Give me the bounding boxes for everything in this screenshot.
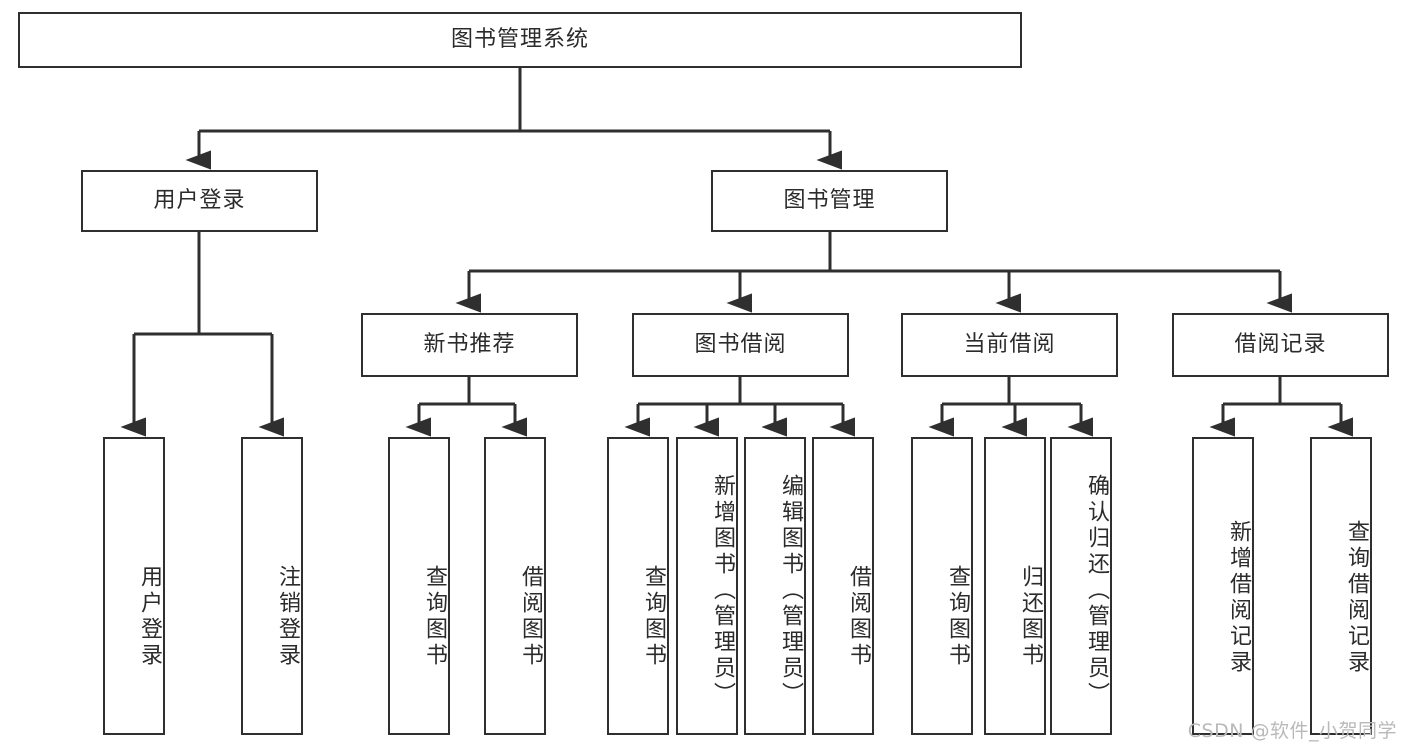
leaf-query-book-current-label: 查询图书 [945, 565, 970, 669]
leaf-add-book-label: 新增图书（管理员） [710, 474, 735, 708]
node-new-book-recommend[interactable]: 新书推荐 [361, 313, 578, 377]
node-current-borrow-label: 当前借阅 [963, 331, 1056, 357]
node-book-borrow[interactable]: 图书借阅 [632, 313, 849, 377]
leaf-add-borrow-record-label: 新增借阅记录 [1226, 520, 1251, 676]
leaf-borrow-book-recommend[interactable]: 借阅图书 [484, 437, 546, 735]
leaf-add-book[interactable]: 新增图书（管理员） [676, 437, 738, 735]
leaf-confirm-return-label: 确认归还（管理员） [1084, 474, 1109, 708]
node-user-login-label: 用户登录 [153, 187, 246, 213]
node-root[interactable]: 图书管理系统 [18, 12, 1022, 68]
node-new-book-recommend-label: 新书推荐 [423, 331, 516, 357]
csdn-watermark: CSDN @软件_小贺同学 [1187, 720, 1397, 742]
leaf-user-login[interactable]: 用户登录 [103, 437, 165, 735]
leaf-query-borrow-record[interactable]: 查询借阅记录 [1310, 437, 1372, 735]
node-book-borrow-label: 图书借阅 [694, 331, 787, 357]
leaf-edit-book[interactable]: 编辑图书（管理员） [744, 437, 806, 735]
leaf-logout[interactable]: 注销登录 [241, 437, 303, 735]
node-borrow-record[interactable]: 借阅记录 [1172, 313, 1389, 377]
leaf-query-book-recommend-label: 查询图书 [422, 565, 447, 669]
leaf-query-book-borrow[interactable]: 查询图书 [607, 437, 669, 735]
node-user-login[interactable]: 用户登录 [81, 170, 318, 232]
leaf-user-login-label: 用户登录 [137, 565, 162, 669]
node-book-manage[interactable]: 图书管理 [711, 170, 948, 232]
node-borrow-record-label: 借阅记录 [1234, 331, 1327, 357]
leaf-return-book[interactable]: 归还图书 [984, 437, 1046, 735]
leaf-logout-label: 注销登录 [275, 565, 300, 669]
leaf-borrow-book-label: 借阅图书 [846, 565, 871, 669]
leaf-borrow-book[interactable]: 借阅图书 [812, 437, 874, 735]
node-book-manage-label: 图书管理 [783, 187, 876, 213]
node-root-label: 图书管理系统 [450, 26, 589, 52]
leaf-edit-book-label: 编辑图书（管理员） [778, 474, 803, 708]
node-current-borrow[interactable]: 当前借阅 [901, 313, 1118, 377]
leaf-query-book-recommend[interactable]: 查询图书 [388, 437, 450, 735]
leaf-borrow-book-recommend-label: 借阅图书 [518, 565, 543, 669]
leaf-return-book-label: 归还图书 [1018, 565, 1043, 669]
leaf-query-borrow-record-label: 查询借阅记录 [1344, 520, 1369, 676]
leaf-query-book-current[interactable]: 查询图书 [911, 437, 973, 735]
leaf-add-borrow-record[interactable]: 新增借阅记录 [1192, 437, 1254, 735]
leaf-query-book-borrow-label: 查询图书 [641, 565, 666, 669]
leaf-confirm-return[interactable]: 确认归还（管理员） [1050, 437, 1112, 735]
